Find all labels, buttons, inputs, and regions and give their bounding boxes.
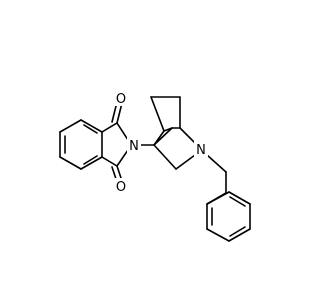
- atom-n2: N: [194, 141, 208, 158]
- benzyl-group: [206, 154, 251, 242]
- benzo-ring: [59, 119, 103, 170]
- bond: [153, 127, 173, 146]
- structure-diagram: O O N N: [59, 90, 251, 242]
- bond: [80, 119, 103, 133]
- atom-n1: N: [127, 137, 141, 154]
- bond: [206, 154, 227, 173]
- bond: [206, 191, 230, 205]
- atom-o2-label: O: [116, 180, 126, 195]
- bond: [153, 144, 177, 170]
- atom-o2: O: [114, 178, 128, 195]
- bond: [59, 119, 82, 133]
- bond: [80, 156, 103, 170]
- carbonyl-bond: [116, 102, 123, 124]
- bond: [175, 154, 196, 170]
- bond: [116, 149, 129, 167]
- double-bond-inner: [229, 226, 246, 237]
- bond: [101, 122, 118, 133]
- double-bond-inner: [83, 155, 98, 165]
- bond: [228, 228, 251, 242]
- atom-o1-label: O: [116, 92, 126, 107]
- atom-n1-label: N: [129, 139, 139, 154]
- bond: [116, 122, 129, 141]
- double-bond-inner: [83, 124, 98, 134]
- bond: [101, 156, 118, 167]
- double-bond-inner: [229, 196, 246, 207]
- bond: [228, 191, 251, 205]
- atom-o1: O: [114, 90, 128, 107]
- atom-n2-label: N: [196, 143, 206, 158]
- bond: [59, 156, 82, 170]
- bond: [179, 127, 196, 144]
- molecule-canvas: O O N N: [59, 90, 251, 242]
- bond: [150, 96, 165, 132]
- imide-ring: [101, 101, 129, 183]
- bicyclic-cage: [150, 96, 196, 170]
- bond: [206, 228, 230, 242]
